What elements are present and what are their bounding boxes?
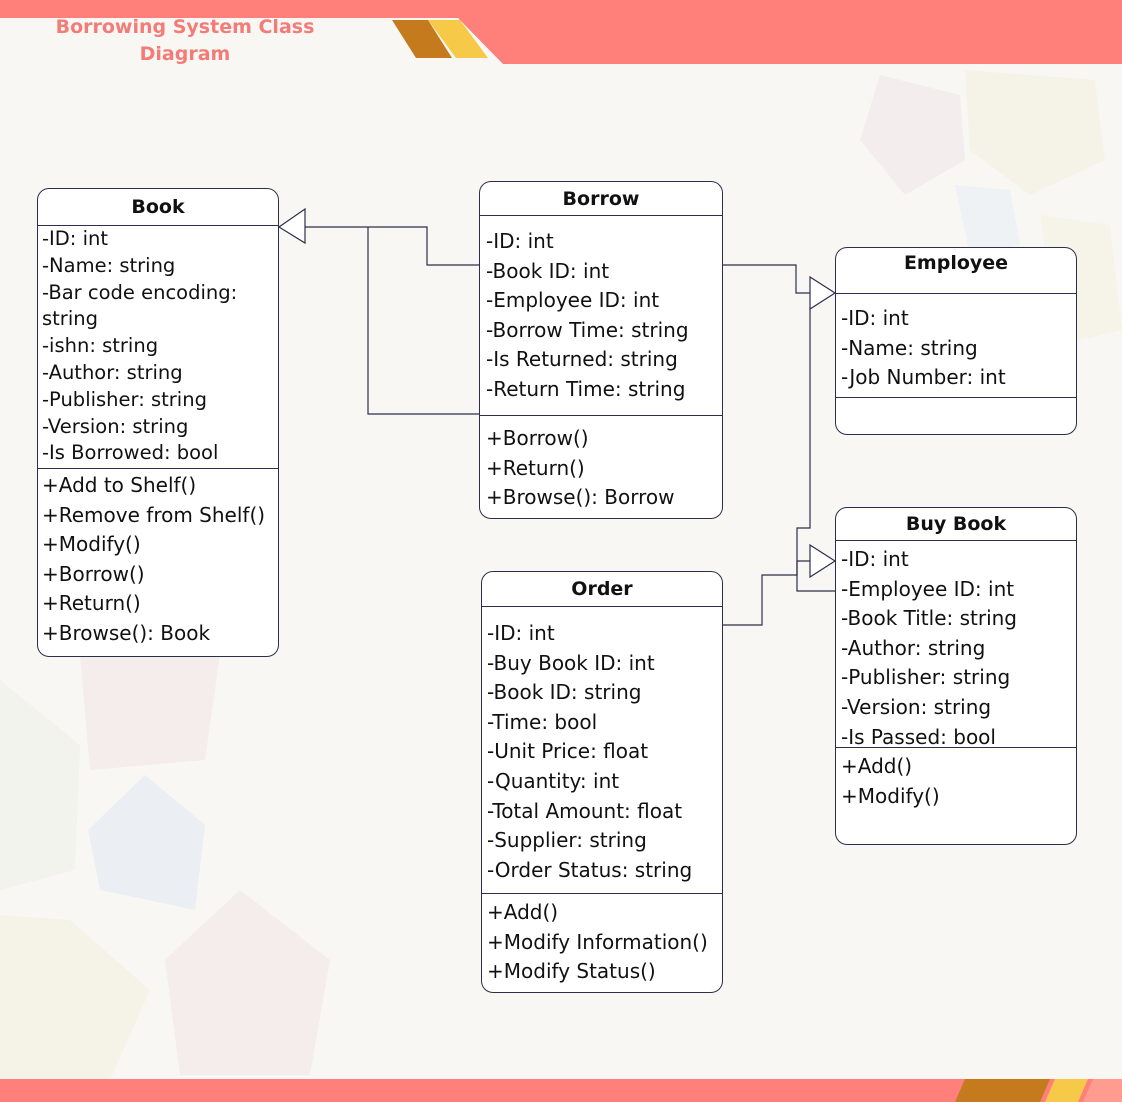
- operations-section: +Add() +Modify(): [836, 748, 1076, 811]
- class-order[interactable]: Order -ID: int -Buy Book ID: int -Book ID:…: [481, 571, 723, 993]
- bottom-banner: [0, 1079, 1122, 1102]
- operation-item: +Modify Status(): [487, 959, 656, 984]
- attribute-item: -Total Amount: float: [487, 798, 683, 823]
- attribute-item: -ID: int: [487, 621, 555, 645]
- operation-item: +Modify(): [841, 783, 940, 808]
- operation-item: +Add(): [487, 900, 559, 924]
- operation-item: +Add to Shelf(): [42, 473, 197, 497]
- class-employee[interactable]: Employee -ID: int -Name: string -Job Numbe…: [835, 247, 1077, 435]
- operation-item: +Return(): [486, 455, 585, 480]
- attribute-item: -Publisher: string: [841, 665, 1011, 690]
- operations-section: +Borrow() +Return() +Browse(): Borrow: [480, 416, 722, 513]
- attribute-item: -Book Title: string: [841, 606, 1018, 631]
- attribute-item: -Version: string: [841, 694, 992, 719]
- bg-shape: [0, 680, 80, 890]
- attribute-item: -Time: bool: [487, 709, 598, 734]
- bg-shape: [88, 775, 205, 910]
- class-name: Buy Book: [836, 508, 1076, 541]
- attribute-item: -Job Number: int: [841, 365, 1006, 390]
- attribute-item: -Name: string: [841, 335, 978, 360]
- class-name: Book: [38, 189, 278, 226]
- attribute-item: -ID: int: [841, 547, 909, 571]
- operation-item: +Borrow(): [486, 426, 589, 450]
- operations-section: +Add to Shelf() +Remove from Shelf() +Modi…: [38, 469, 278, 649]
- attribute-item: -Unit Price: float: [487, 739, 649, 764]
- diagram-title-line2: Diagram: [139, 43, 231, 65]
- bg-shape: [955, 185, 1020, 255]
- operation-item: +Modify(): [42, 532, 141, 557]
- attribute-item: -Name: string: [42, 253, 176, 277]
- attribute-item: -Bar code encoding:: [42, 280, 238, 304]
- operation-item: +Modify Information(): [487, 929, 708, 954]
- attribute-item: -Is Borrowed: bool: [42, 441, 219, 465]
- bg-shape: [0, 915, 150, 1080]
- class-name: Borrow: [480, 182, 722, 216]
- attribute-item: -Author: string: [841, 635, 986, 660]
- class-borrow[interactable]: Borrow -ID: int -Book ID: int -Employee ID…: [479, 181, 723, 519]
- operation-item: +Remove from Shelf(): [42, 502, 266, 527]
- class-name: Order: [482, 572, 722, 607]
- attribute-item: -Return Time: string: [486, 376, 686, 401]
- bg-shape: [165, 890, 330, 1075]
- attribute-item: -Author: string: [42, 360, 183, 384]
- attributes-section: -ID: int -Name: string -Job Number: int: [836, 294, 1076, 398]
- attribute-item: -Employee ID: int: [841, 576, 1015, 601]
- class-name: Employee: [836, 248, 1076, 294]
- attribute-item: -Is Returned: string: [486, 347, 678, 372]
- top-stripe-dark: [392, 20, 452, 58]
- attribute-item: -ID: int: [486, 229, 554, 253]
- bottom-stripe-dark: [955, 1079, 1050, 1102]
- attribute-item: -Borrow Time: string: [486, 317, 689, 342]
- attribute-item: -ishn: string: [42, 334, 159, 358]
- bottom-stripe-pale: [1083, 1079, 1122, 1102]
- attributes-section: -ID: int -Book ID: int -Employee ID: int -B…: [480, 216, 722, 416]
- diagram-title: Borrowing System Class Diagram: [50, 14, 320, 68]
- attribute-item: -ID: int: [841, 306, 909, 330]
- attribute-item: -ID: int: [42, 227, 108, 250]
- attribute-item: string: [42, 307, 98, 331]
- attribute-item: -Book ID: string: [487, 680, 642, 705]
- attribute-item: -Buy Book ID: int: [487, 650, 655, 675]
- operations-section: +Add() +Modify Information() +Modify Statu…: [482, 894, 722, 987]
- attribute-item: -Book ID: int: [486, 258, 610, 283]
- attribute-item: -Version: string: [42, 414, 189, 438]
- operation-item: +Return(): [42, 591, 141, 616]
- attribute-item: -Publisher: string: [42, 387, 207, 411]
- bg-shape: [80, 655, 220, 770]
- bg-shape: [965, 70, 1105, 195]
- attribute-item: -Is Passed: bool: [841, 724, 996, 749]
- attribute-item: -Supplier: string: [487, 828, 647, 853]
- operations-section: [836, 398, 1076, 434]
- class-book[interactable]: Book -ID: int -Name: string -Bar code enco…: [37, 188, 279, 657]
- operation-item: +Borrow(): [42, 561, 145, 586]
- attribute-item: -Employee ID: int: [486, 288, 660, 313]
- class-buy-book[interactable]: Buy Book -ID: int -Employee ID: int -Book …: [835, 507, 1077, 845]
- bottom-stripe-light: [1045, 1079, 1088, 1102]
- diagram-title-line1: Borrowing System Class: [55, 16, 315, 38]
- attributes-section: -ID: int -Employee ID: int -Book Title: st…: [836, 541, 1076, 749]
- attributes-section: -ID: int -Buy Book ID: int -Book ID: strin…: [482, 607, 722, 894]
- operation-item: +Add(): [841, 754, 913, 778]
- attributes-section: -ID: int -Name: string -Bar code encoding:…: [38, 226, 278, 469]
- top-banner: [0, 0, 1122, 64]
- bg-shape: [860, 75, 965, 195]
- operation-item: +Browse(): Borrow: [486, 485, 675, 510]
- operation-item: +Browse(): Book: [42, 620, 211, 645]
- attribute-item: -Quantity: int: [487, 768, 620, 793]
- attribute-item: -Order Status: string: [487, 857, 693, 882]
- top-stripe-light: [428, 20, 488, 58]
